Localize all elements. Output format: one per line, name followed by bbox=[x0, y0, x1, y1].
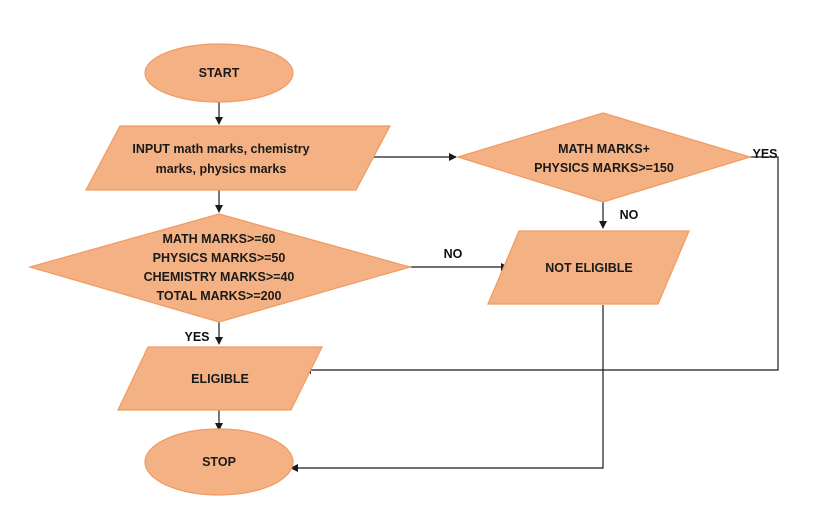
decision-line-physics: PHYSICS MARKS>=50 bbox=[153, 251, 286, 265]
alt-decision-line-2: PHYSICS MARKS>=150 bbox=[534, 161, 674, 175]
arrow-alt-yes-to-eligible bbox=[303, 156, 779, 374]
input-label-line-1: INPUT math marks, chemistry bbox=[132, 142, 309, 156]
alt-decision-line-1: MATH MARKS+ bbox=[558, 142, 650, 156]
edge-label-alt-no: NO bbox=[620, 208, 639, 222]
eligibility-decision: MATH MARKS>=60 PHYSICS MARKS>=50 CHEMIST… bbox=[27, 213, 413, 323]
math-physics-decision: MATH MARKS+ PHYSICS MARKS>=150 bbox=[455, 112, 753, 203]
edge-label-alt-yes: YES bbox=[752, 147, 777, 161]
stop-label: STOP bbox=[202, 455, 236, 469]
decision-line-math: MATH MARKS>=60 bbox=[163, 232, 276, 246]
arrow-not-eligible-to-stop bbox=[290, 305, 604, 472]
edge-label-main-no: NO bbox=[444, 247, 463, 261]
input-parallelogram: INPUT math marks, chemistry marks, physi… bbox=[85, 125, 391, 191]
start-label: START bbox=[199, 66, 240, 80]
start-terminal: START bbox=[144, 43, 294, 103]
decision-line-total: TOTAL MARKS>=200 bbox=[156, 289, 281, 303]
stop-terminal: STOP bbox=[144, 428, 294, 496]
eligible-box: ELIGIBLE bbox=[117, 346, 323, 411]
eligible-label: ELIGIBLE bbox=[191, 372, 249, 386]
input-label-line-2: marks, physics marks bbox=[156, 162, 287, 176]
not-eligible-box: NOT ELIGIBLE bbox=[487, 230, 690, 305]
edge-label-main-yes: YES bbox=[184, 330, 209, 344]
not-eligible-label: NOT ELIGIBLE bbox=[545, 261, 633, 275]
decision-line-chemistry: CHEMISTRY MARKS>=40 bbox=[144, 270, 295, 284]
